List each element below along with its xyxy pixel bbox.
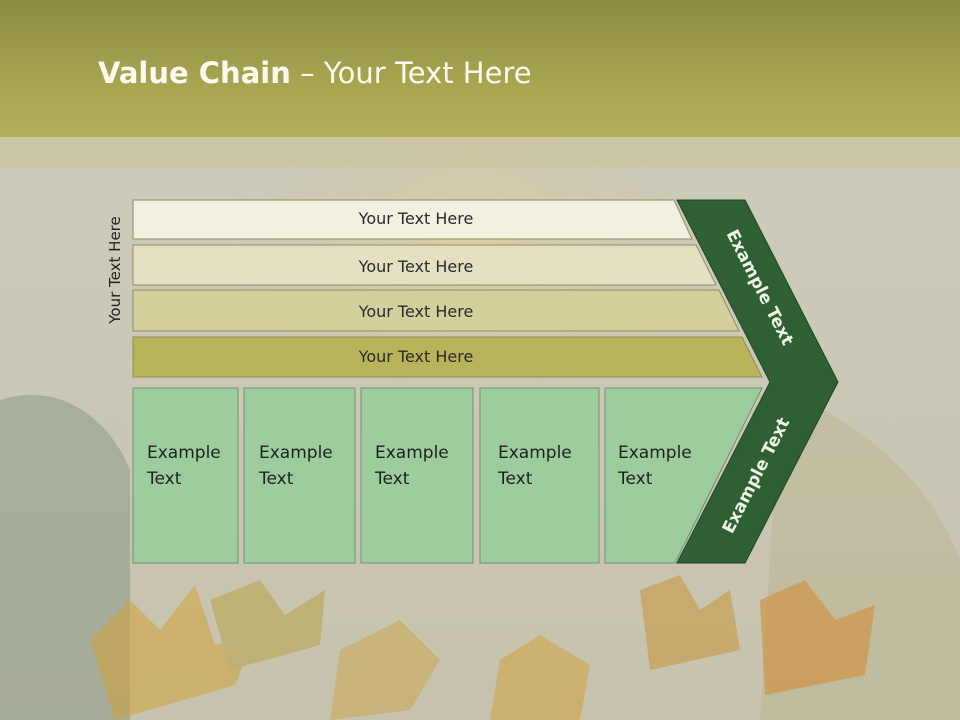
title-bold: Value Chain — [98, 56, 291, 90]
slide-title: Value Chain – Your Text Here — [98, 56, 532, 90]
column-5: Example Text — [604, 387, 763, 564]
column-1: Example Text — [132, 387, 239, 564]
column-1-line1: Example — [147, 443, 221, 463]
row-4-text: Your Text Here — [358, 347, 474, 366]
header-bar — [0, 0, 960, 137]
row-2-text: Your Text Here — [358, 257, 474, 276]
reflection: Example — [132, 562, 826, 720]
row-2: Your Text Here — [132, 244, 717, 286]
reflection-col-1-line1: Example — [147, 653, 221, 673]
row-1-text: Your Text Here — [358, 209, 474, 228]
row-1: Your Text Here — [132, 199, 693, 240]
column-3-line2: Text — [374, 469, 410, 489]
column-2-line1: Example — [259, 443, 333, 463]
row-3: Your Text Here — [132, 289, 740, 332]
column-1-line2: Text — [146, 469, 182, 489]
header-band — [0, 137, 960, 167]
column-4: Example Text — [479, 387, 600, 564]
title-rest: – Your Text Here — [290, 56, 532, 90]
column-2: Example Text — [243, 387, 356, 564]
column-4-line2: Text — [497, 469, 533, 489]
column-5-line2: Text — [617, 469, 653, 489]
row-3-text: Your Text Here — [358, 302, 474, 321]
row-4: Your Text Here — [132, 336, 763, 378]
column-3: Example Text — [360, 387, 474, 564]
column-3-line1: Example — [375, 443, 449, 463]
column-4-line1: Example — [498, 443, 572, 463]
column-2-line2: Text — [258, 469, 294, 489]
column-5-line1: Example — [618, 443, 692, 463]
